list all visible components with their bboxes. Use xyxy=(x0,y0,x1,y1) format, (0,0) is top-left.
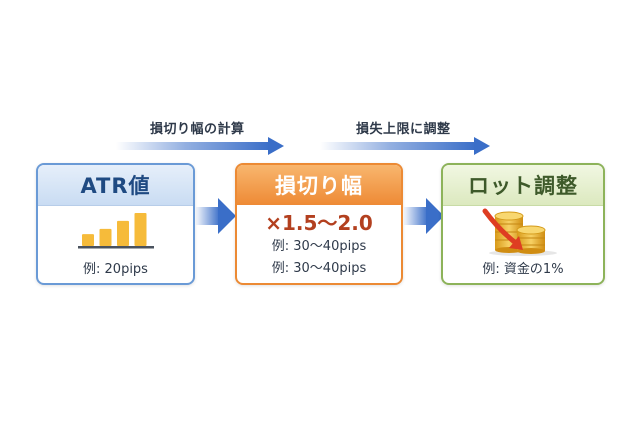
flow-arrow-loss-limit xyxy=(320,137,490,155)
step-arrow-1 xyxy=(196,198,236,234)
atr-bar xyxy=(134,213,147,246)
flow-label-loss-limit: 損失上限に調整 xyxy=(356,122,451,137)
atr-bar xyxy=(99,228,112,246)
step-lot-box: ロット調整 xyxy=(441,163,605,285)
arrow-head-icon xyxy=(474,137,490,155)
step-lot-title: ロット調整 xyxy=(443,165,603,206)
atr-bar xyxy=(117,220,129,246)
coin-stack-short xyxy=(516,225,546,254)
flow-arrow-stop-calc xyxy=(116,137,284,155)
arrow-head-icon xyxy=(218,198,236,234)
step-atr-example: 例: 20pips xyxy=(83,262,148,277)
step-stop-box: 損切り幅 ×1.5〜2.0 例: 30〜40pips 例: 30〜40pips xyxy=(235,163,403,285)
arrow-head-icon xyxy=(268,137,284,155)
step-atr-box: ATR値 例: 20pips xyxy=(36,163,195,285)
arrow-head-icon xyxy=(426,198,444,234)
step-stop-multiplier: ×1.5〜2.0 xyxy=(265,211,373,235)
step-stop-title: 損切り幅 xyxy=(237,165,401,205)
down-arrow xyxy=(482,208,523,250)
flow-label-stop-calc: 損切り幅の計算 xyxy=(150,122,245,137)
atr-baseline xyxy=(78,246,154,249)
atr-bar xyxy=(82,234,94,246)
coins-down-arrow-icon xyxy=(482,208,557,256)
step-lot-example: 例: 資金の1% xyxy=(482,262,564,277)
bar-chart-icon xyxy=(78,213,154,249)
step-arrow-2 xyxy=(404,198,444,234)
step-stop-example-1: 例: 30〜40pips xyxy=(271,239,367,254)
step-stop-example-2: 例: 30〜40pips xyxy=(271,261,367,276)
step-atr-title: ATR値 xyxy=(38,165,193,206)
